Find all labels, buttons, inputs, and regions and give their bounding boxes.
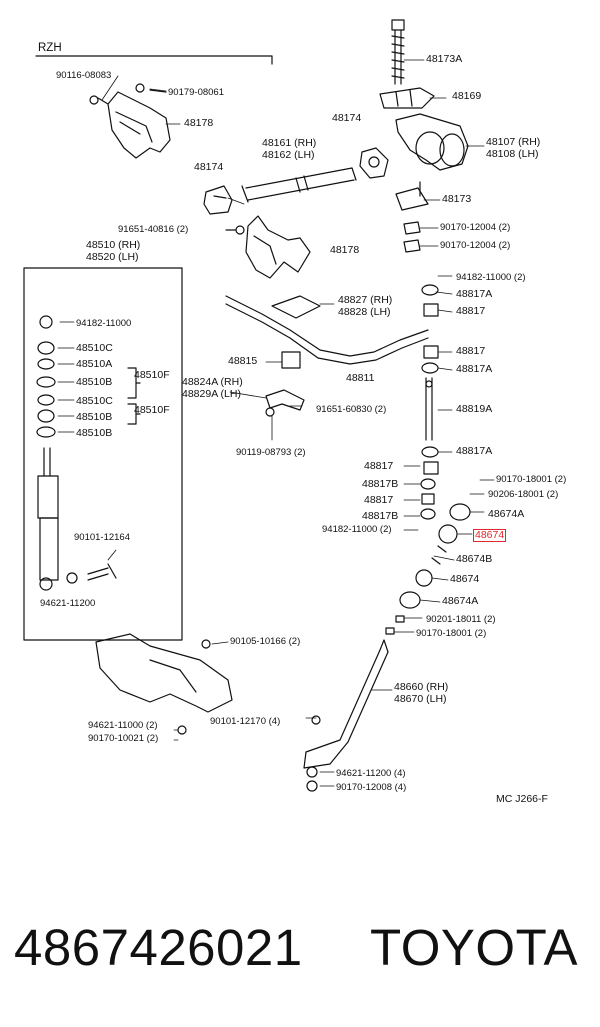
callout-48178-lower: 48178 <box>330 244 360 256</box>
shock-bushings <box>36 315 141 438</box>
callout-48817a-1: 48817A <box>456 288 493 300</box>
callout-90201-18011: 90201-18011 (2) <box>426 614 496 625</box>
callout-48174-lower: 48174 <box>194 161 224 173</box>
link-48674-parts <box>385 503 471 635</box>
callout-48817-3: 48817 <box>364 460 394 472</box>
callout-94182-shock: 94182-11000 <box>76 318 132 329</box>
callout-90119-08793: 90119-08793 (2) <box>236 447 306 458</box>
callout-48817b-2: 48817B <box>362 510 399 522</box>
callout-90101-12170: 90101-12170 (4) <box>210 716 281 727</box>
callout-48674b: 48674B <box>456 553 493 565</box>
callout-48510c-2: 48510C <box>76 395 113 407</box>
callout-90170-10021: 90170-10021 (2) <box>88 733 159 744</box>
callout-48817b-1: 48817B <box>362 478 399 490</box>
callout-48510b-3: 48510B <box>76 427 113 439</box>
shock-kit-box <box>23 267 183 641</box>
callout-48162: 48162 (LH) <box>262 149 315 161</box>
part-number: 4867426021 <box>14 919 303 976</box>
callout-48674a-1: 48674A <box>488 508 525 520</box>
callout-48811: 48811 <box>346 372 375 384</box>
callout-48510b-2: 48510B <box>76 411 113 423</box>
nuts-90170-12004 <box>403 221 421 253</box>
callout-48817-2: 48817 <box>456 345 486 357</box>
leader-lines <box>57 59 495 787</box>
callout-48169: 48169 <box>452 90 482 102</box>
callout-90170-12004-a: 90170-12004 (2) <box>440 222 511 233</box>
anchor-48174-left <box>203 185 233 215</box>
callout-48817-4: 48817 <box>364 494 394 506</box>
callout-48173a: 48173A <box>426 53 463 65</box>
parts-diagram <box>23 19 495 792</box>
callout-94621-shock: 94621-11200 <box>40 598 96 609</box>
bracket-48178-upper <box>89 83 171 159</box>
callout-94182-11000-2: 94182-11000 (2) <box>456 272 526 283</box>
callout-48510c-1: 48510C <box>76 342 113 354</box>
callout-94182-11000-3: 94182-11000 (2) <box>322 524 392 535</box>
callout-48674-highlighted[interactable]: 48674 <box>472 529 507 542</box>
callout-48520: 48520 (LH) <box>86 251 139 263</box>
callout-48174-upper: 48174 <box>332 112 362 124</box>
frame-bracket <box>95 633 321 792</box>
callout-94621-11000-frame: 94621-11000 (2) <box>88 720 158 731</box>
bushing-48815 <box>281 351 301 369</box>
callout-48815: 48815 <box>228 355 258 367</box>
callout-48173: 48173 <box>442 193 472 205</box>
diagram-title: RZH <box>38 42 62 54</box>
torsion-shaft <box>241 167 357 203</box>
callout-48819a: 48819A <box>456 403 493 415</box>
callout-48108: 48108 (LH) <box>486 148 539 160</box>
bolt-48173a <box>391 19 405 85</box>
callout-90170-18001-a: 90170-18001 (2) <box>496 474 567 485</box>
bracket-48827 <box>271 295 321 319</box>
callout-90105-10166: 90105-10166 (2) <box>230 636 301 647</box>
callout-48827: 48827 (RH) <box>338 294 393 306</box>
arm-48169 <box>379 87 435 109</box>
callout-48161: 48161 (RH) <box>262 137 317 149</box>
strut-rod <box>303 639 389 769</box>
block-48173 <box>395 187 429 211</box>
shock-absorber <box>37 447 117 591</box>
callout-48107: 48107 (RH) <box>486 136 541 148</box>
callout-48510b-1: 48510B <box>76 376 113 388</box>
callout-48817a-2: 48817A <box>456 363 493 375</box>
callout-90170-12004-b: 90170-12004 (2) <box>440 240 511 251</box>
callout-48824a: 48824A (RH) <box>182 376 243 388</box>
callout-48828: 48828 (LH) <box>338 306 391 318</box>
link-stack <box>420 284 439 520</box>
callout-48510: 48510 (RH) <box>86 239 141 251</box>
callout-48674a-2: 48674A <box>442 595 479 607</box>
callout-48178-upper: 48178 <box>184 117 214 129</box>
stabilizer-bar <box>225 295 429 365</box>
callout-90170-18001-b: 90170-18001 (2) <box>416 628 487 639</box>
callout-48660: 48660 (RH) <box>394 681 449 693</box>
callout-90179-08061: 90179-08061 <box>168 87 224 98</box>
callout-48817-1: 48817 <box>456 305 486 317</box>
callout-94621-11200-4: 94621-11200 (4) <box>336 768 406 779</box>
clamp-48824a <box>265 389 305 417</box>
callout-90206-18001: 90206-18001 (2) <box>488 489 559 500</box>
callout-90116-08083: 90116-08083 <box>56 70 112 81</box>
bracket-48178-lower <box>225 215 311 279</box>
callout-91651-40816: 91651-40816 (2) <box>118 224 189 235</box>
callout-90101-12164: 90101-12164 <box>74 532 130 543</box>
callout-48817a-3: 48817A <box>456 445 493 457</box>
callout-48829a: 48829A (LH) <box>182 388 241 400</box>
anchor-48174-right <box>359 147 389 179</box>
callout-91651-60830: 91651-60830 (2) <box>316 404 387 415</box>
diagram-code: MC J266-F <box>496 793 548 805</box>
rzh-bracket-line <box>35 55 273 65</box>
callout-48510f-1: 48510F <box>134 369 170 381</box>
callout-48674: 48674 <box>450 573 480 585</box>
callout-48510f-2: 48510F <box>134 404 170 416</box>
callout-48510a-1: 48510A <box>76 358 113 370</box>
callout-90170-12008: 90170-12008 (4) <box>336 782 407 793</box>
callout-48670: 48670 (LH) <box>394 693 447 705</box>
arm-48107 <box>395 113 469 197</box>
brand-name: TOYOTA <box>370 919 578 976</box>
